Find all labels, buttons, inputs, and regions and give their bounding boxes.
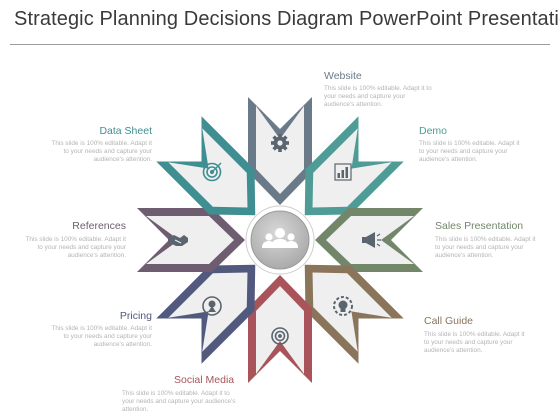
people-icon (262, 228, 298, 248)
social-media-chevron (248, 275, 312, 383)
target-icon (271, 327, 289, 345)
magnifier-icon (202, 296, 222, 316)
title-divider (10, 44, 550, 45)
lightbulb-gear-icon (333, 296, 353, 316)
demo-chevron (304, 116, 404, 216)
social-media-description: This slide is 100% editable. Adapt it to… (122, 390, 236, 413)
data-sheet-description: This slide is 100% editable. Adapt it to… (51, 140, 152, 163)
handshake-icon (168, 235, 188, 246)
demo-label: Demo (419, 125, 448, 137)
call-guide-label: Call Guide (424, 315, 474, 327)
sales-presentation-description: This slide is 100% editable. Adapt it to… (435, 236, 536, 259)
references-description: This slide is 100% editable. Adapt it to… (25, 236, 126, 259)
gear-icon (271, 134, 289, 152)
data-sheet-label: Data Sheet (99, 125, 152, 137)
pricing-description: This slide is 100% editable. Adapt it to… (51, 325, 152, 348)
sales-presentation-label: Sales Presentation (435, 220, 524, 232)
slide-title: Strategic Planning Decisions Diagram Pow… (14, 8, 560, 30)
megaphone-icon (362, 232, 381, 248)
website-label: Website (324, 70, 362, 82)
references-label: References (72, 220, 126, 232)
references-chevron (137, 208, 245, 272)
target-icon (202, 162, 222, 182)
website-description: This slide is 100% editable. Adapt it to… (324, 85, 432, 108)
bar-chart-icon (334, 163, 352, 181)
social-media-label: Social Media (174, 374, 235, 386)
call-guide-description: This slide is 100% editable. Adapt it to… (424, 331, 525, 354)
call-guide-chevron (304, 264, 404, 364)
demo-description: This slide is 100% editable. Adapt it to… (419, 140, 520, 163)
pricing-label: Pricing (119, 310, 152, 322)
pricing-chevron (156, 264, 256, 364)
